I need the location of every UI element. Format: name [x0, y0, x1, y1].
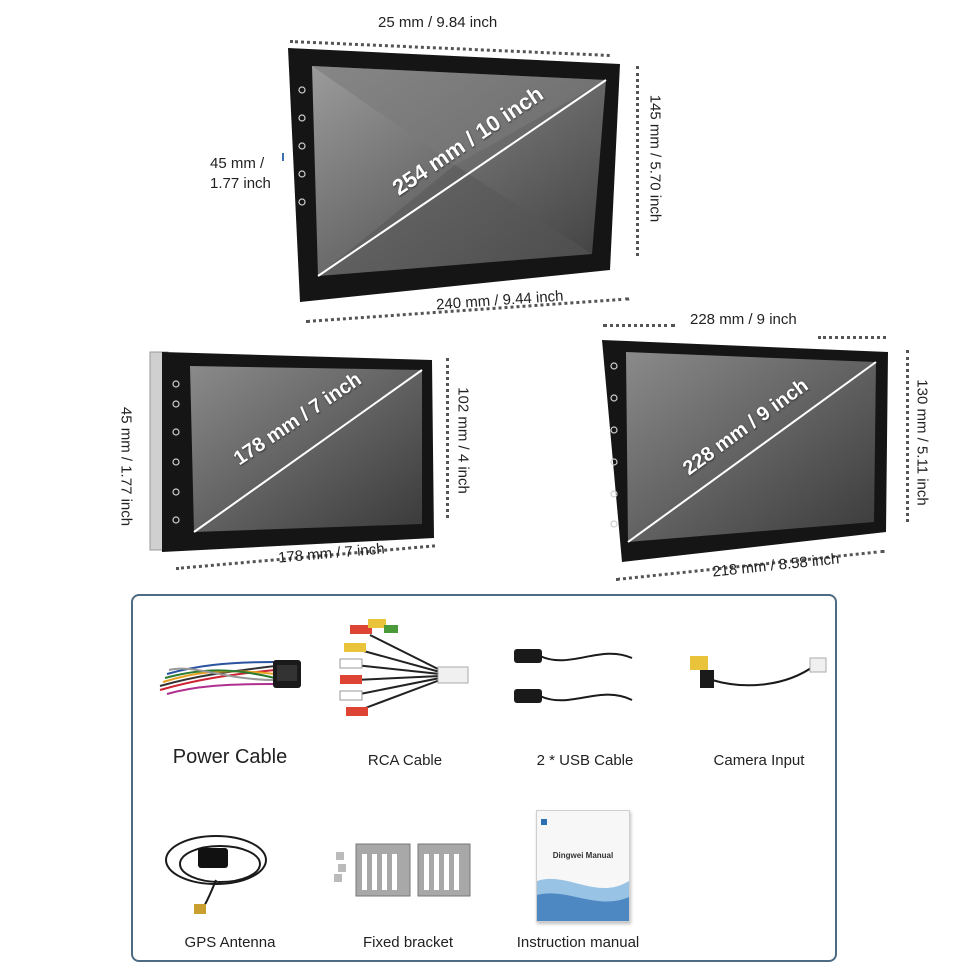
power-cable-label: Power Cable: [172, 746, 288, 768]
camera-input-icon: [690, 656, 827, 688]
unit-7-inch-image: [149, 351, 434, 552]
height-label-10: 145 mm / 5.70 inch: [646, 94, 664, 223]
instruction-manual-image: Dingwei Manual: [536, 810, 630, 922]
top-width-label-9: 228 mm / 9 inch: [690, 311, 797, 328]
unit-9-inch-image: [602, 340, 888, 562]
gps-antenna-icon: [165, 835, 267, 914]
power-cable-icon: [159, 660, 301, 695]
height-line-10: [636, 66, 639, 256]
camera-input-image: [686, 650, 831, 705]
side-depth-label-7: 45 mm / 1.77 inch: [117, 406, 135, 527]
usb-cable-icon: [514, 649, 633, 703]
gps-antenna-label: GPS Antenna: [184, 934, 276, 951]
height-label-9: 130 mm / 5.11 inch: [913, 379, 931, 506]
side-depth-label-line2: 1.77 inch: [210, 175, 271, 192]
manual-cover-art: [537, 819, 629, 921]
side-depth-label-line1: 45 mm /: [210, 155, 265, 172]
instruction-manual-label: Instruction manual: [516, 934, 640, 951]
rca-cable-label: RCA Cable: [367, 752, 443, 769]
power-cable-image: [155, 650, 305, 705]
fixed-bracket-image: [330, 840, 480, 905]
side-depth-marker: [282, 153, 292, 161]
height-line-9: [906, 350, 909, 522]
height-line-7: [446, 358, 449, 518]
gps-antenna-image: [160, 830, 280, 925]
rca-cable-image: [330, 615, 480, 730]
manual-cover-title: Dingwei Manual: [552, 851, 614, 860]
fixed-bracket-label: Fixed bracket: [362, 934, 454, 951]
unit-10-inch: [280, 40, 630, 310]
top-width-line-9-right: [818, 336, 886, 339]
top-depth-label: 25 mm / 9.84 inch: [378, 14, 498, 31]
rca-cable-icon: [339, 619, 469, 716]
usb-cable-label: 2 * USB Cable: [536, 752, 634, 769]
height-label-7: 102 mm / 4 inch: [454, 387, 472, 494]
top-width-line-9-left: [603, 324, 675, 327]
fixed-bracket-icon: [334, 843, 471, 897]
unit-7-inch: [140, 346, 440, 556]
usb-cable-image: [510, 640, 640, 725]
accessories-box: [131, 594, 837, 962]
camera-input-label: Camera Input: [713, 752, 805, 769]
unit-10-inch-image: [288, 48, 620, 302]
unit-9-inch: [598, 336, 894, 568]
